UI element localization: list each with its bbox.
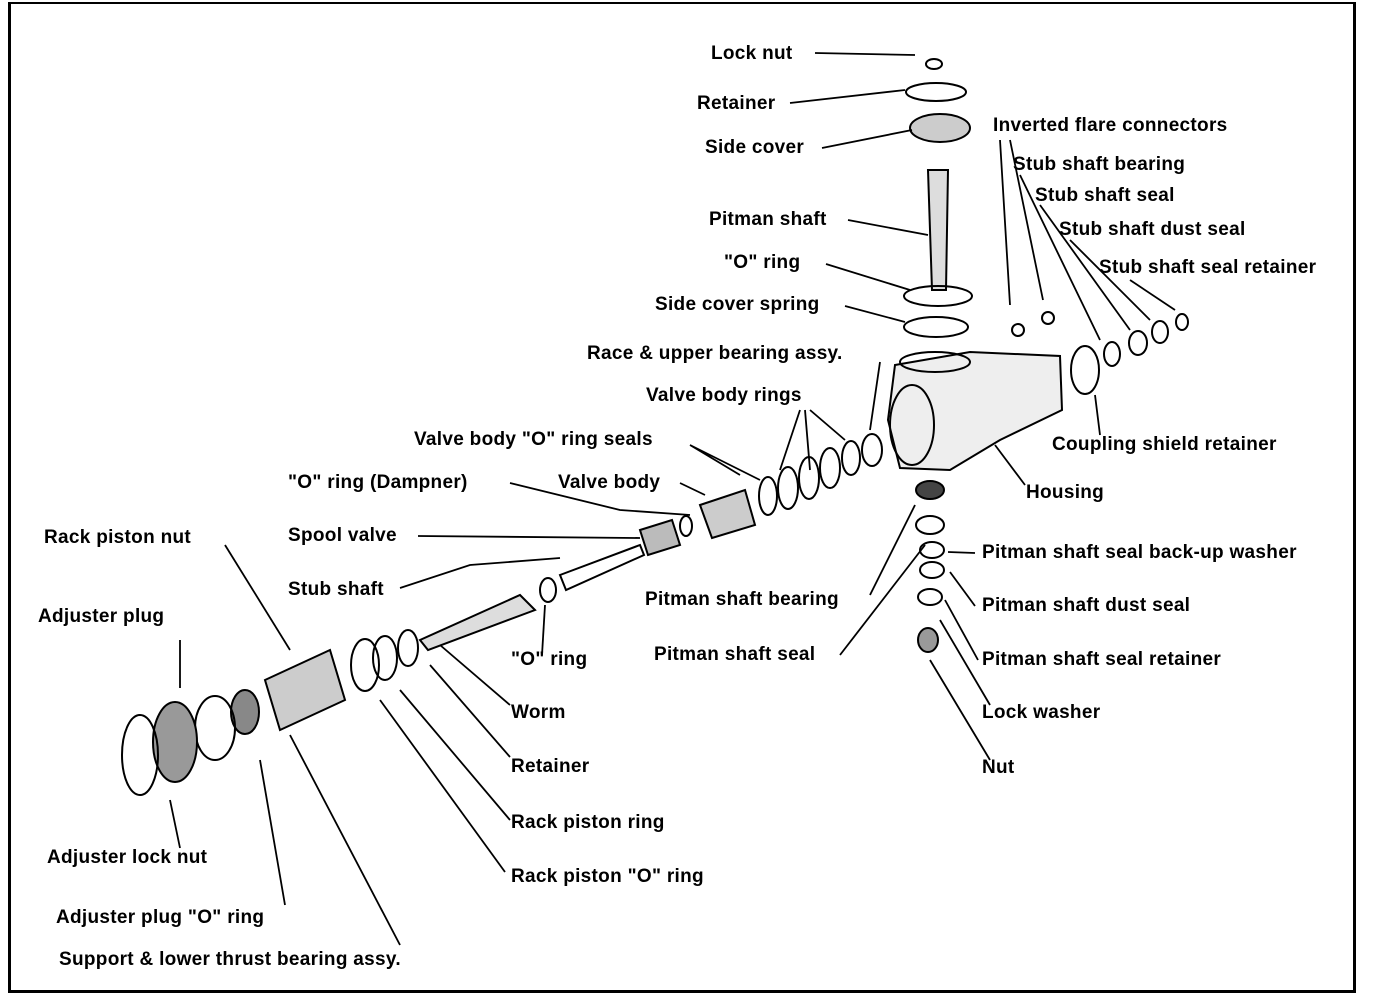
label-lock-washer: Lock washer bbox=[982, 702, 1101, 723]
label-pitman-seal-retainer: Pitman shaft seal retainer bbox=[982, 649, 1222, 670]
label-pitman-dust-seal: Pitman shaft dust seal bbox=[982, 595, 1191, 616]
label-support-lower-thrust: Support & lower thrust bearing assy. bbox=[59, 949, 401, 970]
valve-body-part bbox=[698, 488, 757, 540]
side-cover-spring-part bbox=[903, 316, 969, 338]
label-coupling-shield-retainer: Coupling shield retainer bbox=[1052, 434, 1277, 455]
label-valve-body-o-ring-seals: Valve body "O" ring seals bbox=[414, 429, 653, 450]
label-stub-shaft: Stub shaft bbox=[288, 579, 384, 600]
label-retainer-bottom: Retainer bbox=[511, 756, 590, 777]
label-side-cover: Side cover bbox=[705, 137, 805, 158]
retainer-part bbox=[905, 82, 967, 102]
label-rack-piston-nut: Rack piston nut bbox=[44, 527, 192, 548]
label-stub-shaft-seal-retainer: Stub shaft seal retainer bbox=[1099, 257, 1317, 278]
rack-piston-nut-part bbox=[263, 648, 347, 732]
label-stub-shaft-bearing: Stub shaft bearing bbox=[1013, 154, 1186, 175]
label-inverted-flare: Inverted flare connectors bbox=[993, 115, 1228, 136]
label-valve-body: Valve body bbox=[558, 472, 661, 493]
side-cover-part bbox=[909, 113, 971, 143]
label-pitman-backup-washer: Pitman shaft seal back-up washer bbox=[982, 542, 1297, 563]
label-o-ring-worm: "O" ring bbox=[511, 649, 588, 670]
label-adjuster-lock-nut: Adjuster lock nut bbox=[47, 847, 208, 868]
diagram-frame bbox=[8, 2, 1356, 993]
worm-part bbox=[418, 593, 537, 652]
spool-valve-part bbox=[638, 518, 682, 557]
label-pitman-shaft: Pitman shaft bbox=[709, 209, 827, 230]
label-rack-piston-o-ring: Rack piston "O" ring bbox=[511, 866, 704, 887]
label-pitman-shaft-bearing: Pitman shaft bearing bbox=[645, 589, 839, 610]
label-nut: Nut bbox=[982, 757, 1015, 778]
stub-shaft-part bbox=[558, 543, 646, 592]
label-adjuster-plug-o-ring: Adjuster plug "O" ring bbox=[56, 907, 265, 928]
label-pitman-shaft-seal: Pitman shaft seal bbox=[654, 644, 816, 665]
o-ring-part bbox=[903, 285, 973, 307]
label-spool-valve: Spool valve bbox=[288, 525, 397, 546]
label-adjuster-plug: Adjuster plug bbox=[38, 606, 165, 627]
label-o-ring-dampner: "O" ring (Dampner) bbox=[288, 472, 468, 493]
pitman-shaft-part bbox=[926, 169, 950, 291]
label-stub-shaft-seal: Stub shaft seal bbox=[1035, 185, 1175, 206]
label-lock-nut: Lock nut bbox=[711, 43, 793, 64]
label-side-cover-spring: Side cover spring bbox=[655, 294, 820, 315]
label-rack-piston-ring: Rack piston ring bbox=[511, 812, 665, 833]
label-retainer-top: Retainer bbox=[697, 93, 776, 114]
label-worm: Worm bbox=[511, 702, 566, 723]
label-housing: Housing bbox=[1026, 482, 1105, 503]
label-valve-body-rings: Valve body rings bbox=[646, 385, 802, 406]
lock-nut-part bbox=[925, 58, 943, 70]
label-stub-shaft-dust-seal: Stub shaft dust seal bbox=[1059, 219, 1246, 240]
label-o-ring-top: "O" ring bbox=[724, 252, 801, 273]
label-race-upper-bearing: Race & upper bearing assy. bbox=[587, 343, 843, 364]
